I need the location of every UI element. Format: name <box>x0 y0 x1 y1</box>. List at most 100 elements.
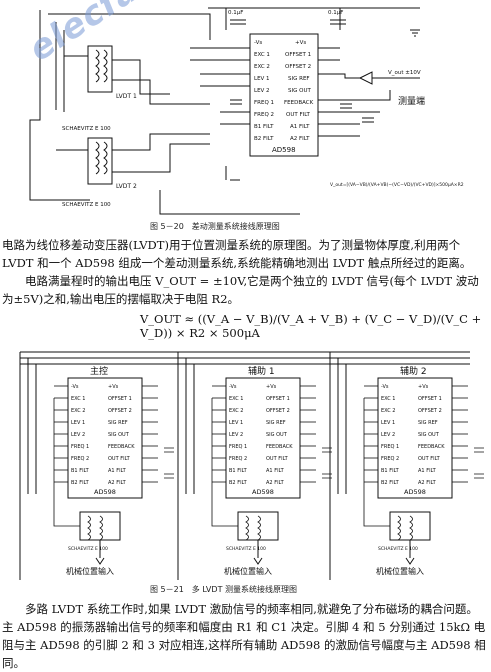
ic-name: AD598 <box>94 488 116 496</box>
lvdt-wire <box>211 398 238 527</box>
pin-label: LEV 2 <box>381 432 395 438</box>
pin-label: FEEDBACK <box>418 444 445 450</box>
capacitor <box>164 447 174 453</box>
figure-5-21-caption: 图 5－21 多 LVDT 测量系统接线原理图 <box>150 585 297 594</box>
coil <box>397 515 413 541</box>
arrow-icon <box>253 557 263 565</box>
ic-name: AD598 <box>404 488 426 496</box>
unit-wiring <box>177 352 195 580</box>
pin-label: A1 FILT <box>266 468 285 474</box>
paragraph-2: 电路满量程时的输出电压 V_OUT = ±10V,它是两个独立的 LVDT 信号… <box>2 272 488 308</box>
paragraph-3: 多路 LVDT 系统工作时,如果 LVDT 激励信号的频率相同,就避免了分布磁场… <box>2 600 488 672</box>
pin-label: OFFSET 2 <box>285 64 311 70</box>
pin-label: -Vs <box>71 384 79 390</box>
pin-label: OFFSET 2 <box>418 408 442 414</box>
pin-label: SIG OUT <box>266 432 288 438</box>
pin-label: LEV 2 <box>71 432 85 438</box>
pin-label: B1 FILT <box>381 468 400 474</box>
pin-label: +Vs <box>418 384 429 390</box>
pin-label: B2 FILT <box>381 480 400 486</box>
brand-label-2: SCHAEVITZ E 100 <box>62 202 111 208</box>
pin-label: LEV 1 <box>254 76 270 82</box>
pin-label: FREQ 2 <box>381 456 399 462</box>
pin-label: FREQ 2 <box>71 456 89 462</box>
unit-title: 辅助 1 <box>248 365 275 377</box>
pin-label: A2 FILT <box>108 480 127 486</box>
pin-label: B1 FILT <box>254 124 274 130</box>
pin-label: +Vs <box>266 384 277 390</box>
lvdt2-label: LVDT 2 <box>116 183 137 190</box>
lvdt-wire <box>363 398 390 527</box>
pin-label: LEV 2 <box>254 88 270 94</box>
pin-label: +Vs <box>295 40 306 46</box>
ic-body <box>377 377 453 499</box>
paragraph-2-text: 电路满量程时的输出电压 V_OUT = ±10V,它是两个独立的 LVDT 信号… <box>2 274 479 306</box>
pin-label: B2 FILT <box>254 136 274 142</box>
pin-label: -Vs <box>229 384 237 390</box>
paragraph-1: 电路为线位移差动变压器(LVDT)用于位置测量系统的原理图。为了测量物体厚度,利… <box>2 236 488 272</box>
figure-5-20-schematic: -Vs EXC 1 EXC 2 LEV 1 LEV 2 FREQ 1 FREQ … <box>29 7 464 215</box>
pin-label: FEEDBACK <box>266 444 293 450</box>
pin-label: +Vs <box>108 384 119 390</box>
pin-label: EXC 2 <box>71 408 85 414</box>
lvdt-wire <box>53 398 80 527</box>
pin-label: B2 FILT <box>229 480 248 486</box>
mechanical-input-label: 机械位置输入 <box>376 566 424 576</box>
mechanical-input-label: 机械位置输入 <box>224 566 272 576</box>
ic-name: AD598 <box>272 146 296 154</box>
coil <box>245 515 261 541</box>
vout-label: V_out ±10V <box>388 70 421 76</box>
mechanical-input-label: 机械位置输入 <box>66 566 114 576</box>
pin-label: OFFSET 1 <box>285 52 311 58</box>
capacitor <box>474 473 484 479</box>
pin-label: LEV 2 <box>229 432 243 438</box>
pin-label: OFFSET 1 <box>418 396 442 402</box>
pin-label: EXC 1 <box>71 396 85 402</box>
pin-label: FEEDBACK <box>108 444 135 450</box>
capacitor <box>474 447 484 453</box>
pin-label: A2 FILT <box>266 480 285 486</box>
pin-label: SIG OUT <box>418 432 440 438</box>
pin-label: FREQ 1 <box>254 100 274 106</box>
pin-label: EXC 2 <box>381 408 395 414</box>
unit-title: 辅助 2 <box>400 365 427 377</box>
pin-label: OUT FILT <box>418 456 441 462</box>
arrow-icon <box>95 557 105 565</box>
pin-label: FEEDBACK <box>284 100 314 106</box>
pin-label: EXC 1 <box>381 396 395 402</box>
pin-label: B2 FILT <box>71 480 90 486</box>
brand-label: SCHAEVITZ E 100 <box>378 546 418 552</box>
pin-label: FREQ 2 <box>254 112 274 118</box>
pin-label: LEV 1 <box>381 420 395 426</box>
pin-label: A1 FILT <box>108 468 127 474</box>
arrow-icon <box>405 557 415 565</box>
pin-label: FREQ 1 <box>229 444 247 450</box>
pin-label: EXC 1 <box>254 52 270 58</box>
pin-label: SIG OUT <box>108 432 130 438</box>
output-label: 测量端 <box>398 95 425 107</box>
pin-label: B1 FILT <box>229 468 248 474</box>
pin-label: SIG REF <box>418 420 438 426</box>
brand-label: SCHAEVITZ E 100 <box>68 546 108 552</box>
pin-label: OFFSET 1 <box>108 396 132 402</box>
cap-label: 0.1μF <box>228 10 243 16</box>
pin-label: EXC 1 <box>229 396 243 402</box>
paragraph-3-text: 多路 LVDT 系统工作时,如果 LVDT 激励信号的频率相同,就避免了分布磁场… <box>2 602 486 670</box>
paragraph-1-text: 电路为线位移差动变压器(LVDT)用于位置测量系统的原理图。为了测量物体厚度,利… <box>2 238 472 270</box>
pin-label: OFFSET 2 <box>266 408 290 414</box>
pin-label: SIG OUT <box>288 88 311 94</box>
pin-label: OUT FILT <box>286 112 311 118</box>
pin-label: OFFSET 1 <box>266 396 290 402</box>
pin-label: OUT FILT <box>108 456 131 462</box>
brand-label-1: SCHAEVITZ E 100 <box>62 126 111 132</box>
unit-wiring <box>19 352 37 580</box>
pin-label: FREQ 1 <box>381 444 399 450</box>
formula: V_OUT ≈ ((V_A − V_B)/(V_A + V_B) + (V_C … <box>140 312 482 340</box>
figure-5-20-caption: 图 5－20 差动测量系统接线原理图 <box>150 222 280 231</box>
formula-note: V_out=[(VA−VB)/(VA+VB)−(VC−VD)/(VC+VD)]×… <box>330 182 464 188</box>
unit-title: 主控 <box>90 365 108 377</box>
pin-label: LEV 1 <box>229 420 243 426</box>
ic-body <box>225 377 301 499</box>
